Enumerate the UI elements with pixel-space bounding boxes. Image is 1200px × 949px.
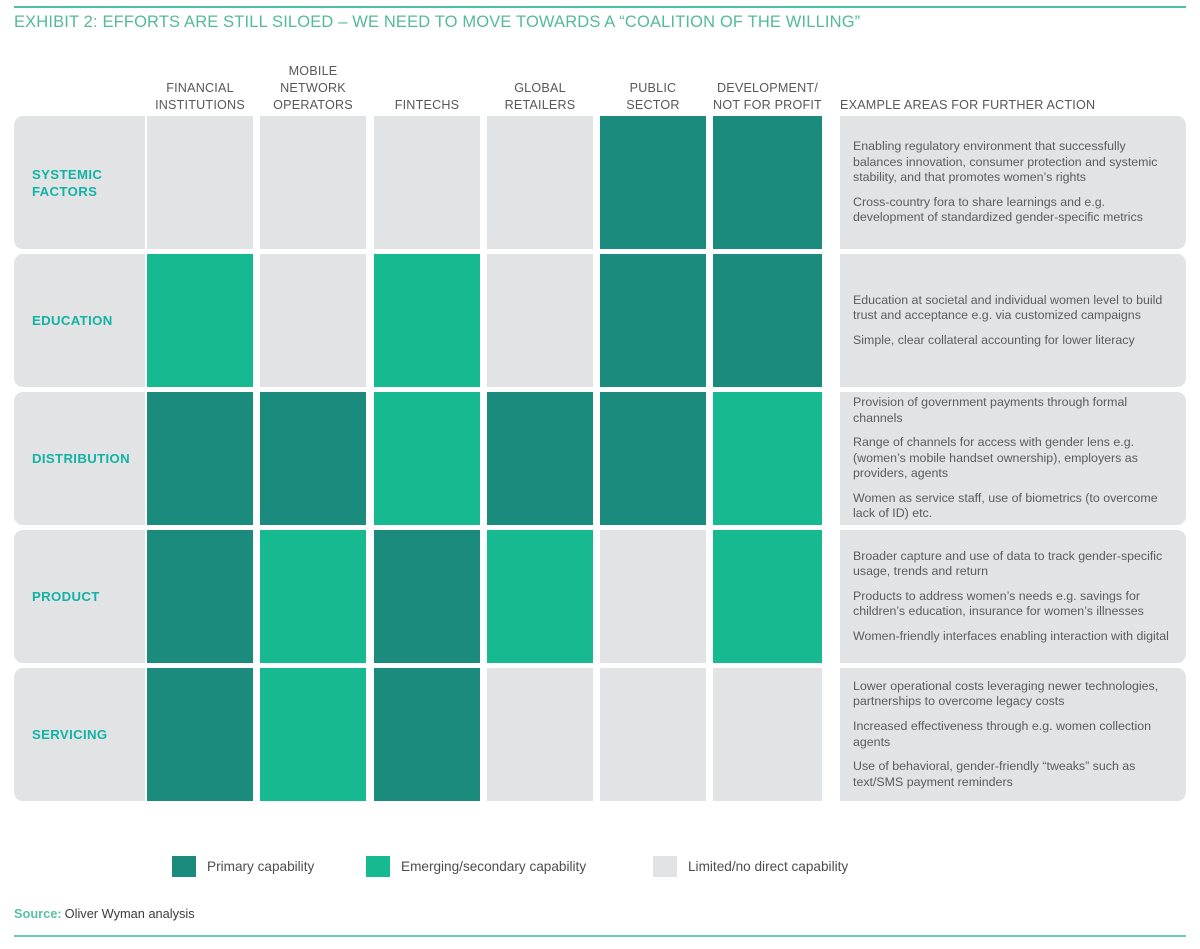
- action-item: Cross-country fora to share learnings an…: [853, 194, 1143, 225]
- matrix-row: DISTRIBUTION Provision of government paym…: [14, 392, 1186, 525]
- matrix-cell[interactable]: [147, 392, 253, 525]
- action-item: Products to address women’s needs e.g. s…: [853, 588, 1144, 619]
- action-item: Simple, clear collateral accounting for …: [853, 332, 1135, 347]
- example-actions-cell: Lower operational costs leveraging newer…: [840, 668, 1186, 801]
- column-header-2: FINTECHS: [394, 98, 460, 112]
- page-title: EXHIBIT 2: EFFORTS ARE STILL SILOED – WE…: [14, 13, 861, 31]
- matrix-cell[interactable]: [260, 116, 366, 249]
- matrix-cell[interactable]: [487, 668, 593, 801]
- source-label: Source:: [14, 906, 62, 921]
- matrix-cell[interactable]: [713, 668, 822, 801]
- legend-label-primary: Primary capability: [207, 858, 315, 874]
- action-item: Increased effectiveness through e.g. wom…: [853, 718, 1152, 749]
- matrix-row: EDUCATION Education at societal and indiv…: [14, 254, 1186, 387]
- row-label-4: SERVICING: [14, 668, 145, 801]
- column-header-5: DEVELOPMENT/NOT FOR PROFIT: [713, 81, 822, 112]
- legend-label-limited: Limited/no direct capability: [688, 858, 849, 874]
- legend-swatch-primary: [172, 855, 196, 877]
- legend-item-secondary: Emerging/secondary capability: [366, 855, 586, 877]
- matrix-row: PRODUCT Broader capture and use of data t…: [14, 530, 1186, 663]
- matrix-cell[interactable]: [487, 392, 593, 525]
- matrix-cell[interactable]: [600, 392, 706, 525]
- legend-swatch-limited: [653, 855, 677, 877]
- matrix-cell[interactable]: [713, 254, 822, 387]
- action-item: Education at societal and individual wom…: [853, 292, 1163, 323]
- matrix-cell[interactable]: [374, 254, 480, 387]
- matrix-cell[interactable]: [374, 668, 480, 801]
- legend-item-primary: Primary capability: [172, 855, 314, 877]
- action-item: Provision of government payments through…: [853, 394, 1128, 425]
- bottom-rule: [14, 935, 1186, 937]
- top-rule: [14, 6, 1186, 8]
- matrix-cell[interactable]: [600, 668, 706, 801]
- example-actions-cell: Education at societal and individual wom…: [840, 254, 1186, 387]
- row-label-3: PRODUCT: [14, 530, 145, 663]
- matrix-cell[interactable]: [147, 668, 253, 801]
- action-item: Lower operational costs leveraging newer…: [853, 678, 1159, 709]
- matrix-cell[interactable]: [487, 254, 593, 387]
- matrix-cell[interactable]: [713, 530, 822, 663]
- legend: Primary capability Emerging/secondary cap…: [0, 855, 1200, 877]
- legend-label-secondary: Emerging/secondary capability: [401, 858, 587, 874]
- action-item: Women as service staff, use of biometric…: [853, 490, 1158, 521]
- matrix-cell[interactable]: [374, 116, 480, 249]
- matrix-cell[interactable]: [600, 116, 706, 249]
- source-text: Oliver Wyman analysis: [64, 906, 195, 921]
- action-item: Enabling regulatory environment that suc…: [853, 139, 1158, 185]
- legend-item-limited: Limited/no direct capability: [653, 855, 848, 877]
- matrix-cell[interactable]: [147, 116, 253, 249]
- matrix-cell[interactable]: [260, 392, 366, 525]
- matrix-cell[interactable]: [260, 530, 366, 663]
- matrix-cell[interactable]: [374, 530, 480, 663]
- matrix-cell[interactable]: [260, 668, 366, 801]
- example-actions-cell: Enabling regulatory environment that suc…: [840, 116, 1186, 249]
- action-item: Use of behavioral, gender-friendly “twea…: [853, 759, 1136, 789]
- matrix-cell[interactable]: [713, 116, 822, 249]
- matrix-cell[interactable]: [147, 530, 253, 663]
- matrix-cell[interactable]: [487, 116, 593, 249]
- matrix-cell[interactable]: [600, 254, 706, 387]
- column-header-6: EXAMPLE AREAS FOR FURTHER ACTION: [840, 98, 1096, 112]
- row-label-2: DISTRIBUTION: [14, 392, 145, 525]
- action-item: Range of channels for access with gender…: [853, 435, 1138, 481]
- action-item: Broader capture and use of data to track…: [853, 548, 1163, 579]
- row-label-1: EDUCATION: [14, 254, 145, 387]
- legend-swatch-secondary: [366, 855, 390, 877]
- example-actions-cell: Provision of government payments through…: [840, 392, 1186, 525]
- matrix-cell[interactable]: [260, 254, 366, 387]
- matrix-cell[interactable]: [600, 530, 706, 663]
- matrix-cell[interactable]: [147, 254, 253, 387]
- matrix-cell[interactable]: [374, 392, 480, 525]
- action-item: Women-friendly interfaces enabling inter…: [853, 628, 1169, 643]
- matrix-cell[interactable]: [713, 392, 822, 525]
- source-note: Source:Oliver Wyman analysis: [14, 906, 195, 921]
- matrix-row: SERVICING Lower operational costs leverag…: [14, 668, 1186, 801]
- example-actions-cell: Broader capture and use of data to track…: [840, 530, 1186, 663]
- matrix-cell[interactable]: [487, 530, 593, 663]
